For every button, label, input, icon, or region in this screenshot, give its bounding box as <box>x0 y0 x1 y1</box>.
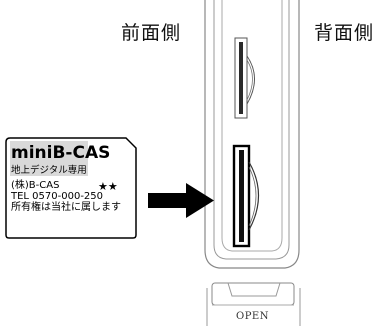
card-brand: miniB-CAS <box>11 143 111 163</box>
open-label: OPEN <box>236 311 269 322</box>
device-inner-wall <box>213 0 290 260</box>
card-subtitle: 地上デジタル専用 <box>11 165 87 176</box>
card-tel: TEL 0570-000-250 <box>11 191 104 202</box>
open-button-area <box>206 282 301 326</box>
card-rights: 所有権は当社に属します <box>11 202 121 213</box>
upper-slot <box>234 37 255 119</box>
back-side-label: 背面側 <box>314 22 375 44</box>
card-stars: ★★ <box>98 180 118 193</box>
device-outline <box>204 0 300 269</box>
front-side-label: 前面側 <box>121 22 182 44</box>
card-outline <box>5 137 137 239</box>
minib-cas-card: miniB-CAS 地上デジタル専用 (株)B-CAS ★★ TEL 0570-… <box>4 131 136 239</box>
device-channel <box>221 0 283 252</box>
insert-arrow <box>148 183 214 218</box>
card-company: (株)B-CAS <box>11 180 60 191</box>
lower-slot-highlight <box>232 144 259 248</box>
